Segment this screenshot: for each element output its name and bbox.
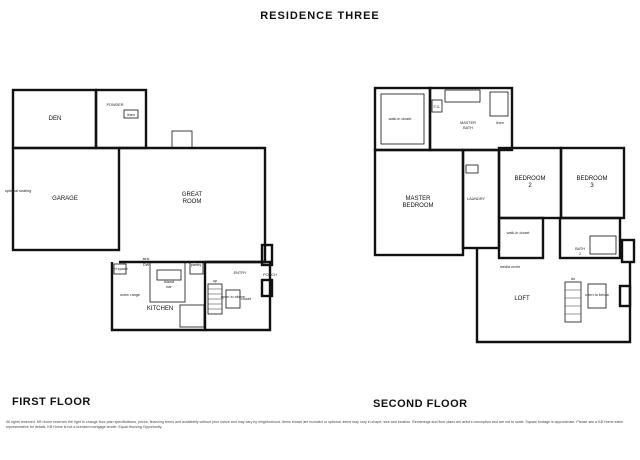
room-label-media-niche: media niche [500,265,520,269]
legal-disclaimer: All rights reserved. KB Home reserves th… [6,420,623,429]
kitchen-island-zone [149,261,186,303]
closet-shelving [380,93,425,145]
room-label-porch: PORCH [263,273,277,277]
second-floor-label: SECOND FLOOR [373,398,468,410]
first-floor-label: FIRST FLOOR [12,396,91,408]
closet-2-walls [497,216,545,260]
room-label-oven: oven/ range [120,293,140,297]
room-label-bedroom2-2: 2 [528,183,532,189]
kitchen-island [156,269,182,281]
room-label-bar: bar [166,285,172,289]
room-label-great-1: GREAT [182,192,203,198]
room-label-fg: F.G. [434,105,441,109]
room-label-island: island [164,280,174,284]
room-label-bath-2: 2 [579,252,581,256]
room-label-kitchen: KITCHEN [147,306,173,312]
room-label-bath-1: BATH [575,247,585,251]
room-label-pantry: pantry [191,263,202,267]
room-label-up: up [213,279,217,283]
room-label-closet: closet [241,297,252,301]
garage-walls [11,146,121,252]
powder-walls [94,88,148,150]
porch-post-upper [260,243,274,267]
room-label-sink: sink [143,257,150,261]
kitchen-walls [110,262,207,332]
room-label-ref: ref space [112,267,128,271]
room-label-down: dn [571,277,575,281]
porch-post-lower [260,278,274,298]
room-label-open-above: open to above [221,295,245,299]
first-floor-plan: DEN POWDER linen GARAGE GREAT ROOM KITCH… [5,88,277,332]
loft-bump [618,284,632,308]
plan-title: RESIDENCE THREE [260,10,380,22]
room-label-bedroom2-1: BEDROOM [514,176,545,182]
room-label-dw: DW [143,263,150,267]
room-label-linen-2: linen [496,121,504,125]
ref-space [113,263,127,275]
room-label-powder: POWDER [106,103,123,107]
room-label-laundry: LAUNDRY [467,197,486,201]
stair-2 [564,281,582,323]
dining-nook [179,304,205,328]
second-floor-plan: walk-in closet F.G. MASTER BATH linen MA… [373,86,636,344]
room-label-master-bath-2: BATH [463,126,473,130]
room-label-bedroom3-1: BEDROOM [576,176,607,182]
tub [489,91,509,117]
room-label-entry: ENTRY [234,271,247,275]
room-label-optional-seating: optional seating [5,189,32,193]
open-to-above [225,289,241,309]
room-label-master-bedroom-2: BEDROOM [402,203,433,209]
room-label-closet-2: walk-in closet [507,231,531,235]
room-label-master-bedroom-1: MASTER [405,196,431,202]
room-label-garage: GARAGE [52,196,78,202]
room-label-master-bath-1: MASTER [460,121,476,125]
bath-window-bump [620,238,636,264]
room-label-open-below: open to below [585,293,609,297]
room-label-bedroom3-2: 3 [590,183,594,189]
fg-closet [431,99,443,113]
room-label-linen: linen [127,113,135,117]
room-label-walk-in-closet: walk-in closet [389,117,413,121]
room-label-great-2: ROOM [183,199,202,205]
fireplace-bump [171,130,193,149]
vanity [444,89,481,103]
master-bath-walls [428,86,514,152]
bath-2-walls [558,216,622,260]
linen-2 [465,164,479,174]
linen-closet [123,109,139,119]
room-label-loft: LOFT [514,296,530,302]
pantry [189,261,204,275]
great-room-walls [119,146,267,264]
bath-2-tub [589,235,617,255]
room-label-den: DEN [49,116,62,122]
open-to-below [587,283,607,309]
